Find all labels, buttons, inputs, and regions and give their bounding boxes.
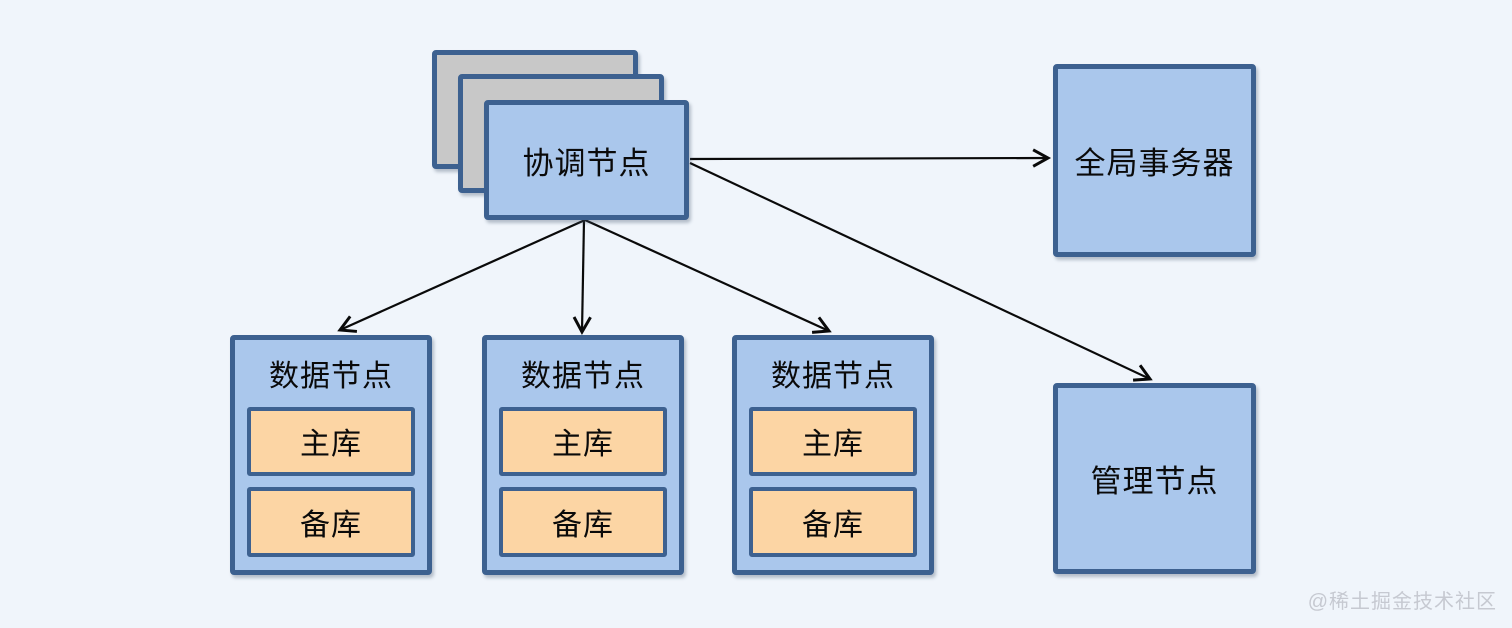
data-node-2: 数据节点 主库 备库 [482,335,684,575]
standby-db-label: 备库 [552,509,614,543]
primary-db-box: 主库 [247,406,415,477]
watermark: @稀土掘金技术社区 [1307,591,1497,613]
global-transaction-label: 全局事务器 [1074,146,1235,181]
data-node-3: 数据节点 主库 备库 [732,335,934,575]
standby-db-label: 备库 [300,509,362,543]
management-node-box: 管理节点 [1053,383,1256,574]
data-node-title: 数据节点 [269,360,393,394]
standby-db-box: 备库 [749,487,917,557]
primary-db-label: 主库 [802,428,864,462]
arrow-coordinator-to-global-transaction [689,148,1052,168]
primary-db-box: 主库 [749,406,917,477]
primary-db-label: 主库 [552,428,614,462]
standby-db-label: 备库 [802,509,864,543]
data-node-title: 数据节点 [771,360,895,394]
data-node-1: 数据节点 主库 备库 [230,335,432,575]
coordinator-node-box: 协调节点 [484,100,689,220]
management-node-label: 管理节点 [1090,464,1219,499]
primary-db-box: 主库 [499,406,667,477]
data-node-title: 数据节点 [521,360,645,394]
global-transaction-box: 全局事务器 [1053,64,1256,257]
standby-db-box: 备库 [499,487,667,557]
arrow-coordinator-to-data-node-2 [572,219,592,336]
arrow-coordinator-to-data-node-3 [584,218,832,334]
primary-db-label: 主库 [300,428,362,462]
standby-db-box: 备库 [247,487,415,557]
coordinator-node-label: 协调节点 [522,145,651,181]
arrow-coordinator-to-data-node-1 [337,218,586,333]
